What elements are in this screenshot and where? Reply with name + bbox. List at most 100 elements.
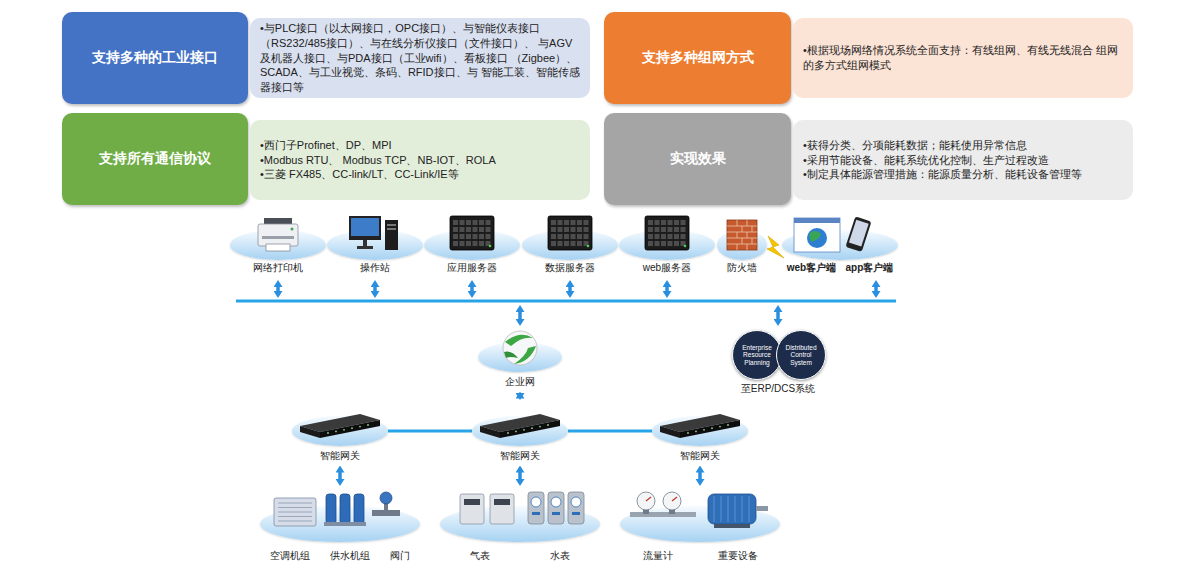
icon-part: [354, 494, 364, 524]
icon-part: [479, 227, 484, 232]
double-arrow: [568, 283, 572, 295]
icon-part: [674, 220, 679, 225]
icon-part: [548, 216, 592, 250]
icon-part: [278, 512, 312, 513]
node-label: app客户端: [846, 262, 894, 275]
icon-part: [523, 429, 525, 431]
icon-part: [343, 429, 345, 431]
icon-part: [548, 492, 564, 524]
icon-part: [262, 236, 294, 239]
node-label: Distributed Control System: [781, 344, 821, 365]
icon-part: [320, 420, 380, 438]
icon-part: [351, 218, 379, 236]
icon-part: [727, 424, 729, 426]
node-label: 重要设备: [718, 550, 758, 563]
icon-part: [668, 227, 673, 232]
icon-part: [453, 241, 458, 246]
icon-part: [453, 220, 458, 225]
icon-part: [674, 241, 679, 246]
icon-part: [681, 227, 686, 232]
icon-part: [278, 516, 312, 517]
system-circle: Distributed Control System: [776, 330, 826, 380]
icon-group: [460, 492, 584, 524]
label-row: 智能网关: [292, 450, 388, 463]
icon-part: [663, 492, 681, 510]
icon-part: [380, 492, 392, 504]
icon-part: [735, 496, 736, 522]
icon-part: [479, 220, 484, 225]
device-node: 操作站: [327, 216, 423, 276]
icon-part: [630, 512, 696, 517]
icon-part: [645, 216, 689, 250]
icon-group: [258, 218, 298, 251]
network-bus: [236, 300, 896, 303]
clients-icon: [782, 216, 898, 260]
icon-part: [809, 231, 821, 242]
icon-part: [742, 496, 743, 522]
icon-part: [551, 220, 556, 225]
station-icon: [327, 216, 423, 260]
icon-part: [661, 220, 666, 225]
icon-part: [571, 497, 581, 507]
server-icon: [522, 216, 618, 260]
icon-part: [532, 512, 540, 515]
icon-part: [756, 506, 768, 511]
icon-group: [645, 216, 689, 250]
icon-part: [460, 227, 465, 232]
node-label: 至ERP/DCS系统: [741, 383, 815, 396]
icon-part: [363, 240, 367, 246]
icon-part: [531, 497, 541, 507]
node-label: 供水机组: [330, 550, 370, 563]
icon-part: [655, 227, 660, 232]
icon-part: [577, 227, 582, 232]
heading-box: 支持所有通信协议: [62, 113, 248, 205]
gateway-icon: [652, 402, 748, 446]
device-node: 应用服务器: [424, 216, 520, 276]
icon-group: [349, 216, 398, 250]
icon-part: [385, 220, 398, 250]
icon-part: [571, 227, 576, 232]
icon-part: [291, 228, 294, 231]
icon-part: [648, 234, 653, 239]
icon-part: [266, 244, 290, 251]
server-icon: [619, 216, 715, 260]
device-node: 气表水表: [440, 488, 600, 564]
label-row: 流量计 重要设备: [620, 550, 780, 563]
network-line: [388, 430, 472, 433]
label-row: 数据服务器: [522, 262, 618, 275]
icon-part: [507, 432, 509, 434]
label-row: 应用服务器: [424, 262, 520, 275]
icon-part: [660, 426, 680, 438]
description-panel: •根据现场网络情况系统全面支持：有线组网、有线无线混合 组网的多方式组网模式: [793, 18, 1133, 98]
icon-part: [514, 346, 536, 364]
icon-group: [548, 216, 592, 250]
icon-part: [648, 227, 653, 232]
icon-part: [661, 241, 666, 246]
icon-part: [721, 496, 722, 522]
icon-part: [680, 420, 740, 438]
node-label: 阀门: [390, 550, 410, 563]
node-label: 企业网: [505, 376, 535, 389]
icon-part: [504, 352, 518, 358]
node-label: 智能网关: [320, 450, 360, 463]
node-label: 流量计: [643, 550, 673, 563]
icon-part: [473, 220, 478, 225]
icon-part: [327, 432, 329, 434]
icon-part: [503, 331, 537, 365]
icon-part: [558, 220, 563, 225]
bullet-text: •与PLC接口（以太网接口，OPC接口）、与智能仪表接口 （RS232/485接…: [260, 21, 580, 95]
icon-part: [387, 228, 396, 230]
icon-part: [558, 241, 563, 246]
icon-part: [338, 522, 352, 526]
icon-part: [486, 227, 491, 232]
description-panel: •西门子Profinet、DP、MPI•Modbus RTU、 Modbus T…: [250, 120, 590, 200]
icon-group: [660, 414, 740, 438]
bullet-text: •三菱 FX485、CC-link/LT、CC-Link/IE等: [260, 167, 580, 182]
icon-part: [505, 335, 533, 346]
icon-part: [584, 220, 589, 225]
node-label: 数据服务器: [545, 262, 595, 275]
heading-text: 支持所有通信协议: [91, 150, 219, 168]
icon-part: [572, 512, 580, 515]
icon-part: [711, 427, 713, 429]
system-circle: Enterprise Resource Planning: [732, 330, 782, 380]
